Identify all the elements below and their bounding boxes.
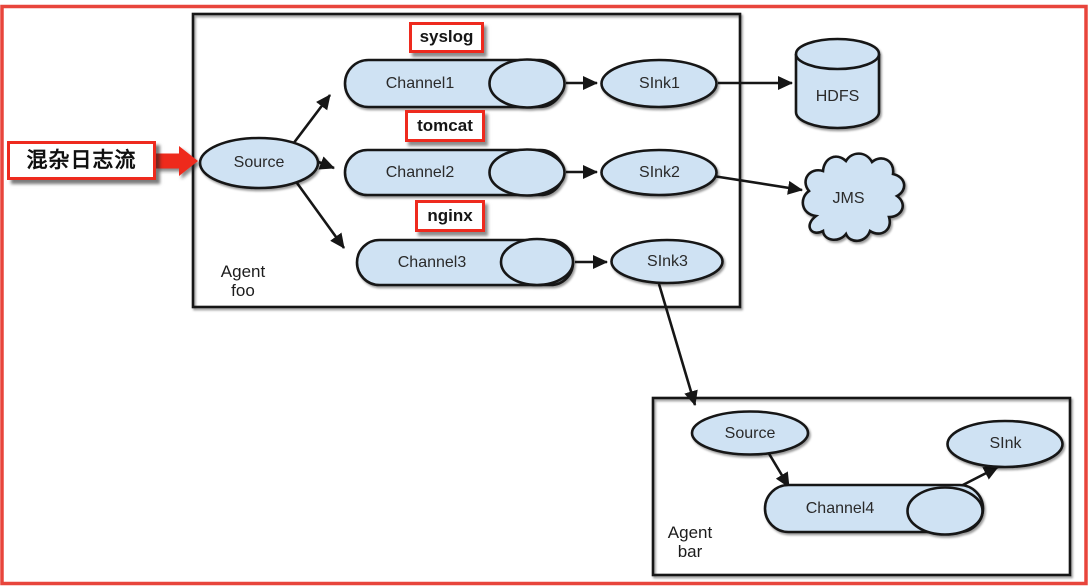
channel2-end-ellipse xyxy=(488,148,566,197)
channel1-label: Channel1 xyxy=(385,74,455,92)
bar-sink-label: SInk xyxy=(989,435,1022,453)
channel1-end-ellipse xyxy=(488,58,566,109)
channel3-label: Channel3 xyxy=(397,253,467,271)
sink2-label: SInk2 xyxy=(639,163,680,181)
channel4-end-ellipse xyxy=(906,486,984,536)
mixed-log-stream-label: 混杂日志流 xyxy=(7,141,156,180)
tag-nginx: nginx xyxy=(415,200,485,232)
arrow-sink2-to-jms xyxy=(712,174,803,195)
hdfs-cylinder-body xyxy=(794,54,881,130)
agent-bar-title: Agent bar xyxy=(645,518,735,568)
channel2-label: Channel2 xyxy=(385,163,455,181)
jms-cloud xyxy=(801,152,906,243)
sink3-label: SInk3 xyxy=(647,252,688,270)
page-border xyxy=(0,4,1088,586)
channel3-end-ellipse xyxy=(499,237,575,287)
tag-tomcat: tomcat xyxy=(405,110,485,142)
mixed-log-red-arrow xyxy=(156,146,198,176)
tag-syslog: syslog xyxy=(409,22,484,53)
sink1-label: SInk1 xyxy=(639,74,680,92)
agent-foo-title-line1: Agent xyxy=(220,262,266,282)
channel4-label: Channel4 xyxy=(805,499,875,517)
bar-sink-node xyxy=(946,419,1064,469)
agent-foo-title-line2: foo xyxy=(231,281,255,300)
agent-bar-title-line1: Agent xyxy=(667,523,713,543)
bar-source-node xyxy=(690,410,810,456)
sink2-node xyxy=(600,148,718,197)
sink1-node xyxy=(600,58,718,109)
arrow-source-to-channel1 xyxy=(291,94,332,145)
arrow-source-to-channel3 xyxy=(295,182,346,249)
agent-bar-title-line2: bar xyxy=(677,542,703,561)
hdfs-cylinder-top xyxy=(794,37,881,71)
agent-bar-box xyxy=(651,396,1072,577)
hdfs-label: HDFS xyxy=(815,87,860,105)
foo-source-node xyxy=(198,136,320,190)
arrow-bar-source-to-channel4 xyxy=(766,451,791,488)
jms-label: JMS xyxy=(832,190,865,208)
agent-foo-title: Agent foo xyxy=(198,260,288,304)
sink3-node xyxy=(610,238,724,285)
arrow-sink3-to-bar-source xyxy=(657,283,698,406)
bar-source-label: Source xyxy=(724,424,776,442)
foo-source-label: Source xyxy=(233,154,285,172)
